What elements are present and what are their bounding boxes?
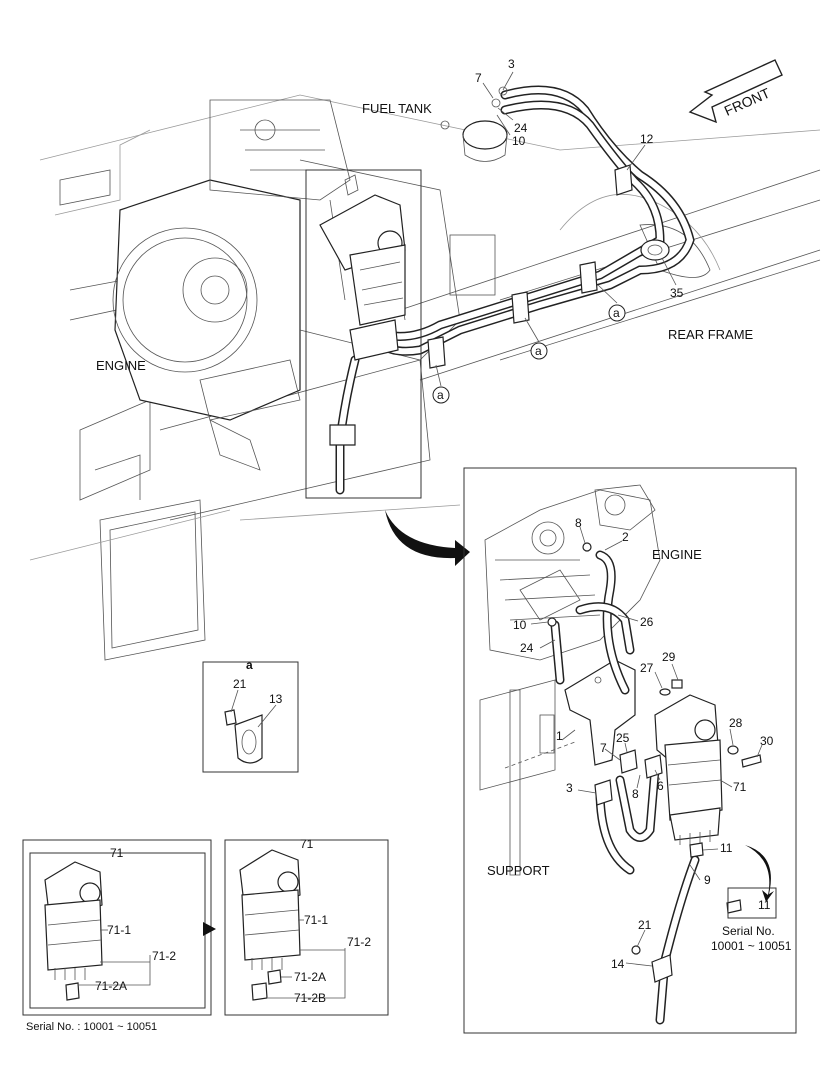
callout-10-detail: 10 [513,618,527,632]
callout-1-detail: 1 [556,729,563,743]
filter-highlight-box [305,169,422,499]
label-rear-frame: REAR FRAME [668,327,754,342]
filter-left-71-1: 71-1 [107,923,131,937]
callout-21-detail: 21 [638,918,652,932]
main-leaders [435,71,677,387]
fuel-line-hose [335,85,695,495]
callout-26-detail: 26 [640,615,654,629]
svg-text:a: a [535,344,542,358]
svg-text:a: a [437,388,444,402]
callout-9-detail: 9 [704,873,711,887]
filter-right-71-2: 71-2 [347,935,371,949]
filter-left-71-2a: 71-2A [95,979,127,993]
hose-clamps [329,164,670,446]
detail-pointer-arrow [385,510,470,566]
callout-3-detail: 3 [566,781,573,795]
filter-arrow [203,922,216,936]
label-fuel-tank: FUEL TANK [362,101,432,116]
callout-30-detail: 30 [760,734,774,748]
circle-marker-a3: a [432,386,450,404]
filter-left-drawing [44,861,151,1001]
clamp-detail-box [202,661,299,773]
callout-71-detail: 71 [733,780,747,794]
clamp-part [224,689,277,764]
label-support: SUPPORT [487,863,550,878]
filter-right-71-1: 71-1 [304,913,328,927]
serial-inset-line2: 10001 ~ 10051 [711,939,792,953]
callout-21-clamp: 21 [233,677,247,691]
callout-14-detail: 14 [611,957,625,971]
callout-24-detail: 24 [520,641,534,655]
detail-leaders [530,526,774,967]
label-engine-detail: ENGINE [652,547,702,562]
filter-right-71-2a: 71-2A [294,970,326,984]
filter-right-drawing [239,849,346,1001]
filter-right-box [224,839,389,1016]
circle-marker-a2: a [530,342,548,360]
filter-right-title: 71 [300,837,314,851]
callout-13-clamp: 13 [269,692,283,706]
filter-left-71-2: 71-2 [152,949,176,963]
callout-24-main: 24 [514,121,528,135]
callout-7-main: 7 [475,71,482,85]
main-fuel-filter [319,174,406,361]
callout-7-detail: 7 [600,741,607,755]
detail-engine [484,484,661,661]
callout-29-detail: 29 [662,650,676,664]
callout-6-detail: 6 [657,779,664,793]
callout-35-main: 35 [670,286,684,300]
front-arrow [688,59,783,124]
callout-8b-detail: 8 [632,787,639,801]
filter-left-serial: Serial No. : 10001 ~ 10051 [26,1021,157,1033]
callout-8-detail: 8 [575,516,582,530]
clamp-detail-title: a [246,658,253,672]
label-engine-main: ENGINE [96,358,146,373]
callout-25-detail: 25 [616,731,630,745]
filter-left-title: 71 [110,846,124,860]
callout-27-detail: 27 [640,661,654,675]
engine-block [112,99,496,471]
serial-inset-line1: Serial No. [722,924,775,938]
callout-11-detail: 11 [720,841,733,855]
callout-12-main: 12 [640,132,654,146]
callout-28-detail: 28 [729,716,743,730]
fuel-tank-neck [440,120,508,162]
svg-text:a: a [613,306,620,320]
callout-3-main: 3 [508,57,515,71]
filter-right-71-2b: 71-2B [294,991,326,1005]
callout-2-detail: 2 [622,530,629,544]
callout-10-main: 10 [512,134,526,148]
serial-inset-part: 11 [758,898,771,912]
detail-fittings [547,542,762,983]
circle-marker-a1: a [608,304,626,322]
detail-fuel-filter [654,694,723,858]
serial-inset-box [727,887,777,919]
detail-view-box [463,467,797,1034]
